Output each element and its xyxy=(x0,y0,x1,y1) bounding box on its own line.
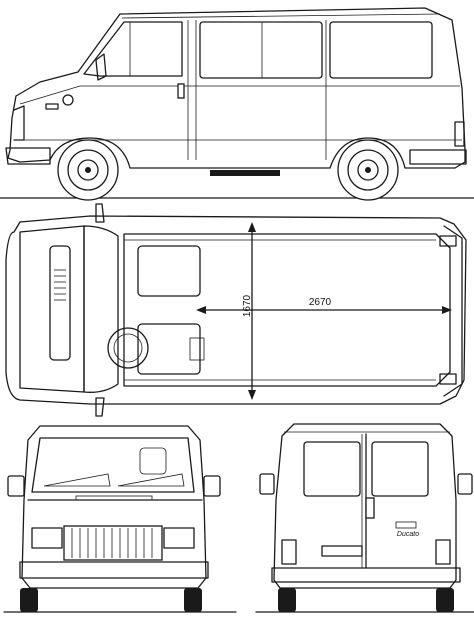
dimension-width: 1670 xyxy=(242,222,256,400)
front-bumper xyxy=(19,561,209,579)
side-middle-window xyxy=(199,21,323,79)
front-mirror-right xyxy=(203,475,221,497)
top-windshield xyxy=(83,225,119,393)
front-grille xyxy=(63,525,163,561)
rear-fiat-logo xyxy=(395,521,417,529)
top-body-outline xyxy=(5,215,467,405)
rear-plate xyxy=(321,545,363,557)
top-view: 1670 2670 xyxy=(5,203,467,417)
side-body-outline xyxy=(7,7,466,169)
front-windshield xyxy=(31,437,195,493)
rear-badge: Ducato xyxy=(397,531,419,538)
top-gear-console xyxy=(189,337,205,361)
front-headlight-right xyxy=(163,527,195,549)
rear-window-right xyxy=(371,441,429,497)
top-rear-lamp-bottom xyxy=(439,373,457,385)
front-grille-bars xyxy=(71,528,153,558)
top-seat-right xyxy=(137,323,201,375)
rear-door-handle xyxy=(365,497,375,519)
rear-window-left xyxy=(303,441,361,497)
front-headlight-left xyxy=(31,527,63,549)
side-belt-line xyxy=(19,85,460,105)
top-mirror-right xyxy=(95,397,105,417)
rear-body-outline xyxy=(273,423,457,589)
rear-mirror-right xyxy=(457,473,473,495)
side-roof-line xyxy=(121,13,441,19)
side-front-window xyxy=(83,21,183,77)
rear-mirror-left xyxy=(259,473,275,495)
top-hood-bulge xyxy=(49,245,71,361)
front-cowl-vent xyxy=(75,495,153,501)
rear-wheel-left xyxy=(278,588,296,612)
side-view xyxy=(0,7,474,201)
side-front-wheel xyxy=(57,139,119,201)
front-wheel-left xyxy=(20,588,38,612)
side-front-lamp xyxy=(13,105,25,141)
side-fuel-cap xyxy=(62,94,74,106)
front-mirror-left xyxy=(7,475,25,497)
rear-bumper xyxy=(271,567,461,583)
side-badge xyxy=(45,103,59,110)
top-roof xyxy=(123,233,451,387)
top-rear-panel xyxy=(443,225,463,397)
dimension-width-label: 1670 xyxy=(242,294,253,317)
side-rear-bumper xyxy=(409,149,467,165)
top-rear-lamp-top xyxy=(439,235,457,247)
side-rear-window xyxy=(329,21,433,79)
front-wheel-right xyxy=(184,588,202,612)
side-rear-wheel xyxy=(337,139,399,201)
top-hood-vents xyxy=(54,269,66,301)
front-view xyxy=(3,425,237,613)
side-front-bumper xyxy=(5,147,51,165)
front-wiper-right xyxy=(117,473,185,487)
side-step xyxy=(210,170,280,176)
top-hood xyxy=(19,225,85,393)
rear-view: Ducato xyxy=(255,423,474,613)
front-body-outline xyxy=(21,425,207,589)
front-wiper-left xyxy=(43,473,111,487)
top-seat-left xyxy=(137,245,201,297)
rear-wheel-right xyxy=(436,588,454,612)
front-seat-headrest xyxy=(139,447,167,475)
top-mirror-left xyxy=(95,203,105,223)
dimension-length: 2670 xyxy=(196,297,452,314)
side-door-handle xyxy=(177,83,185,99)
top-steering-wheel xyxy=(107,327,149,369)
side-mirror xyxy=(95,53,107,81)
side-rear-lamp xyxy=(454,121,465,147)
rear-taillamp-right xyxy=(435,539,451,565)
rear-taillamp-left xyxy=(281,539,297,565)
dimension-length-label: 2670 xyxy=(309,297,332,308)
